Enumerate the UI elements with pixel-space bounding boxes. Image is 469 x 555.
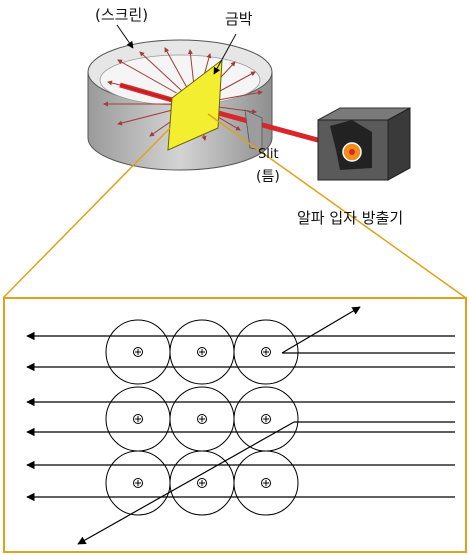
nucleus-icon	[197, 347, 207, 357]
scatter-arrow	[117, 59, 177, 94]
atom	[233, 450, 299, 516]
gold-foil	[167, 58, 223, 151]
gold-foil-label: 금박	[225, 10, 253, 28]
nucleus-icon	[261, 414, 271, 424]
slit-label: Slit	[258, 147, 279, 162]
alpha-emitter-label: 알파 입자 방출기	[297, 209, 404, 227]
nucleus-icon	[261, 478, 271, 488]
scatter-arrow	[164, 47, 189, 91]
nucleus-icon	[197, 414, 207, 424]
alpha-emitter	[317, 107, 411, 181]
alpha-paths	[26, 331, 455, 502]
nucleus-icon	[261, 347, 271, 357]
atom-grid	[105, 319, 299, 516]
atom-boundary	[233, 319, 299, 385]
slit-korean-label: (틈)	[256, 169, 280, 185]
zoom-connector	[2, 113, 467, 299]
nucleus-icon	[133, 414, 143, 424]
slit-plate	[244, 109, 263, 151]
nucleus-icon	[133, 347, 143, 357]
foil-pointer	[213, 33, 237, 75]
nucleus-icon	[197, 478, 207, 488]
deflect-up-path	[281, 306, 361, 354]
deflect-down-path	[77, 421, 295, 545]
scatter-arrow	[117, 108, 177, 126]
screen-pointer	[116, 24, 134, 49]
scatter-arrow	[139, 51, 183, 92]
screen-label: (스크린)	[95, 6, 149, 24]
scatter-arrow	[212, 90, 263, 102]
deflected-paths	[77, 306, 361, 545]
atom-boundary	[233, 450, 299, 516]
nucleus-icon	[133, 478, 143, 488]
atom	[233, 319, 299, 385]
